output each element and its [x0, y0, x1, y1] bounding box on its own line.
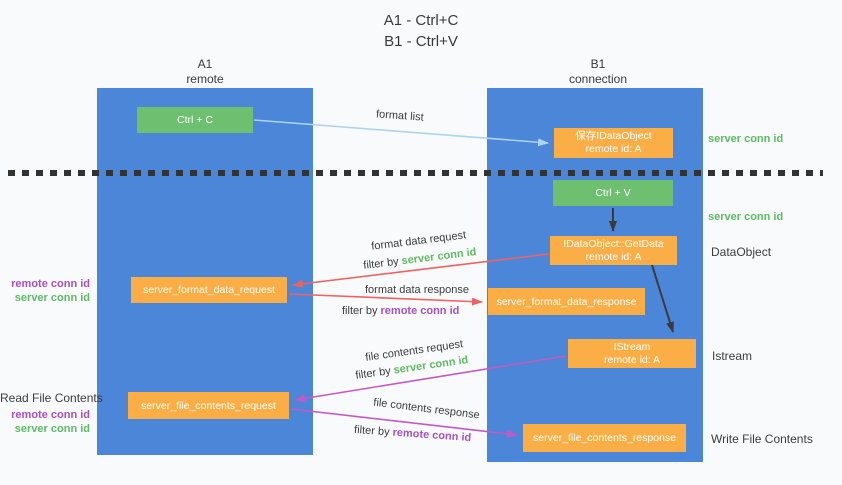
node-server-format-data-response-label: server_format_data_response: [496, 295, 637, 308]
node-ctrl-c: Ctrl + C: [137, 107, 253, 133]
label-server-conn-id-right-top: server conn id: [708, 133, 784, 145]
label-format-data-response: format data response: [365, 284, 469, 296]
lane-a1-title: A1: [197, 57, 213, 71]
node-ctrl-v: Ctrl + V: [553, 180, 673, 206]
node-idataobject-getdata-line2: remote id: A: [585, 250, 642, 263]
lane-b1-subtitle: connection: [568, 72, 628, 86]
label-istream: Istream: [712, 349, 753, 363]
filter-by-text: filter by: [342, 305, 381, 317]
node-server-format-data-request: server_format_data_request: [131, 277, 287, 303]
label-server-conn-id-left-top: server conn id: [14, 292, 90, 304]
node-idataobject-getdata: IDataObject::GetData remote id: A: [550, 236, 677, 265]
filter-by-text: filter by: [353, 423, 393, 439]
label-remote-conn-id-left-bottom: remote conn id: [11, 409, 90, 421]
label-server-conn-id-right-mid: server conn id: [708, 211, 784, 223]
node-server-file-contents-request: server_file_contents_request: [128, 392, 289, 419]
lane-b1-title: B1: [590, 57, 606, 71]
node-istream-line2: remote id: A: [603, 353, 661, 366]
filter-by-text: filter by: [354, 364, 395, 382]
remote-conn-id-text: remote conn id: [392, 426, 472, 445]
label-server-conn-id-left-bottom: server conn id: [14, 423, 90, 435]
label-write-file-contents: Write File Contents: [711, 432, 813, 446]
label-filter-by-remote-conn-id-2: filter by remote conn id: [354, 424, 472, 444]
label-file-contents-response: file contents response: [372, 396, 481, 422]
title-line-2: B1 - Ctrl+V: [384, 33, 458, 50]
lane-a1-header: A1 remote: [135, 57, 275, 87]
node-server-format-data-response: server_format_data_response: [488, 288, 645, 315]
server-conn-id-text: server conn id: [400, 246, 478, 268]
label-dataobject: DataObject: [711, 245, 772, 259]
remote-conn-id-text: remote conn id: [380, 305, 460, 317]
node-server-file-contents-response-label: server_file_contents_response: [532, 432, 676, 444]
node-save-idataobject-line1: 保存IDataObject: [575, 130, 652, 142]
node-idataobject-getdata-line1: IDataObject::GetData: [563, 237, 664, 250]
label-filter-by-remote-conn-id-1: filter by remote conn id: [342, 305, 459, 317]
node-server-file-contents-response: server_file_contents_response: [523, 424, 686, 452]
node-istream-line1: IStream: [613, 340, 651, 353]
filter-by-text: filter by: [362, 255, 403, 272]
node-save-idataobject: 保存IDataObject remote id: A: [554, 128, 673, 158]
node-ctrl-c-label: Ctrl + C: [177, 114, 213, 126]
diagram-title: A1 - Ctrl+C B1 - Ctrl+V: [0, 10, 842, 52]
label-remote-conn-id-left-top: remote conn id: [11, 278, 90, 290]
label-read-file-contents: Read File Contents: [0, 391, 103, 405]
node-server-format-data-request-label: server_format_data_request: [143, 284, 275, 296]
lane-a1-subtitle: remote: [186, 72, 224, 86]
node-istream: IStream remote id: A: [568, 339, 696, 368]
dotted-separator: [8, 170, 823, 176]
node-ctrl-v-label: Ctrl + V: [595, 187, 631, 199]
node-save-idataobject-line2: remote id: A: [585, 143, 642, 155]
label-format-list: format list: [375, 108, 425, 124]
node-server-file-contents-request-label: server_file_contents_request: [141, 399, 276, 412]
lane-b1-header: B1 connection: [528, 57, 668, 87]
title-line-1: A1 - Ctrl+C: [383, 12, 459, 29]
